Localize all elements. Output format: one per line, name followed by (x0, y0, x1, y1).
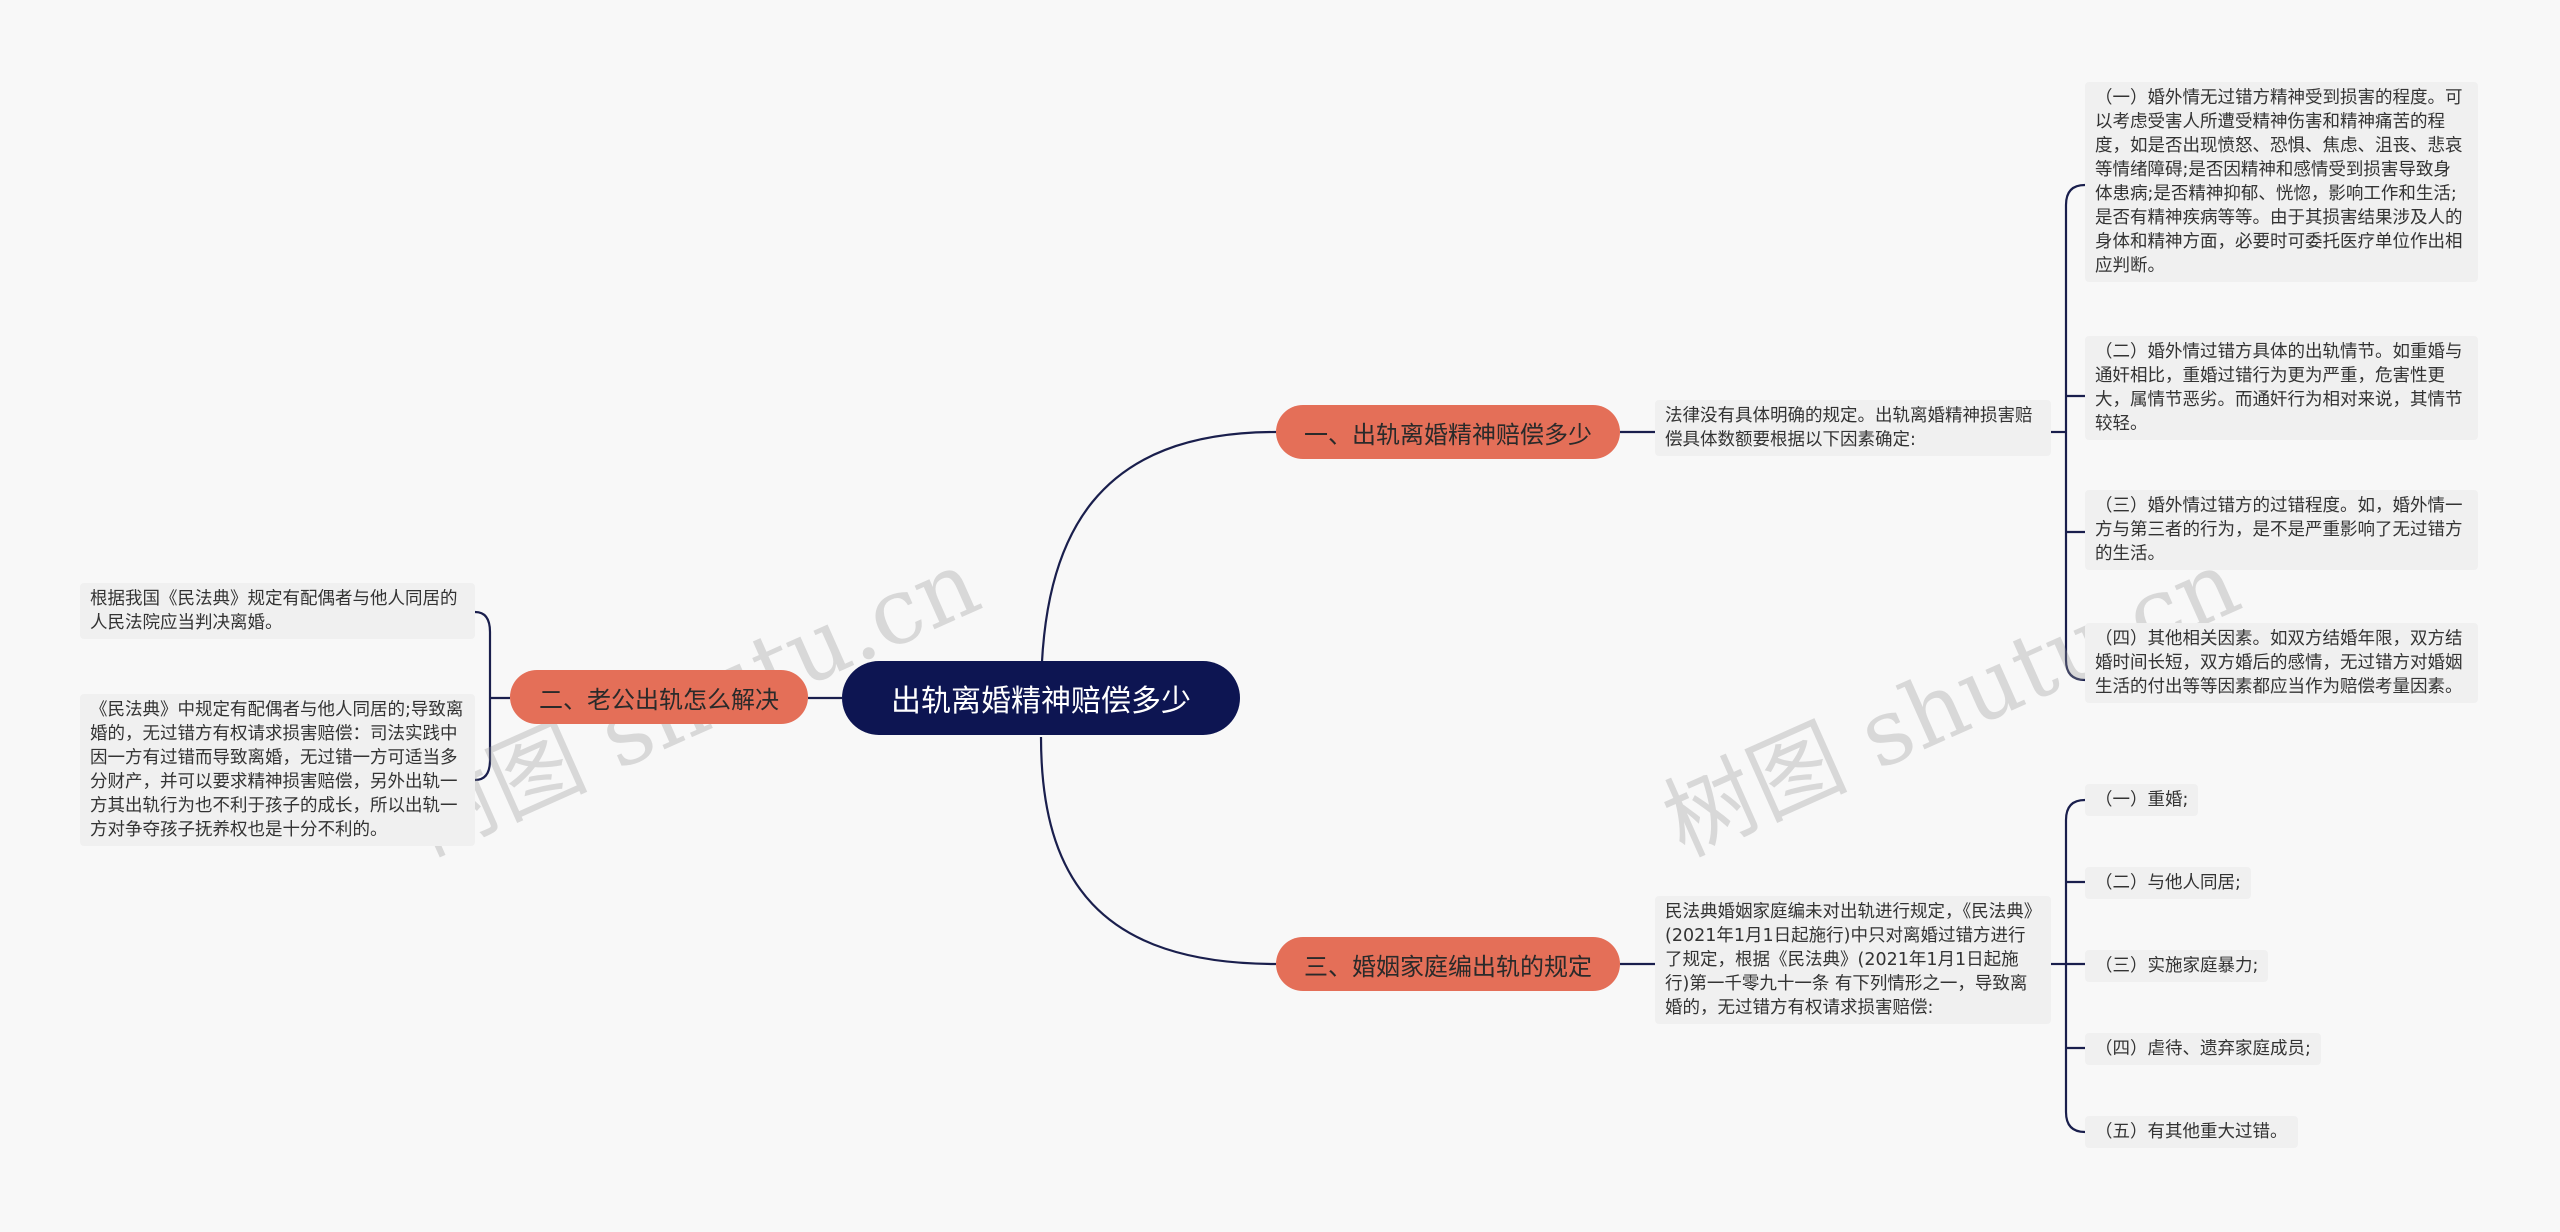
civil-code-description[interactable]: 民法典婚姻家庭编未对出轨进行规定，《民法典》(2021年1月1日起施行)中只对离… (1655, 896, 2051, 1024)
compensation-description[interactable]: 法律没有具体明确的规定。出轨离婚精神损害赔偿具体数额要根据以下因素确定: (1655, 400, 2051, 456)
case-5[interactable]: （五）有其他重大过错。 (2085, 1116, 2298, 1148)
solution-2[interactable]: 《民法典》中规定有配偶者与他人同居的;导致离婚的，无过错方有权请求损害赔偿：司法… (80, 694, 475, 846)
factor-4[interactable]: （四）其他相关因素。如双方结婚年限，双方结婚时间长短，双方婚后的感情，无过错方对… (2085, 623, 2478, 703)
branch-how-to-resolve[interactable]: 二、老公出轨怎么解决 (510, 670, 808, 724)
branch-civil-code-rules[interactable]: 三、婚姻家庭编出轨的规定 (1276, 937, 1620, 991)
factor-3[interactable]: （三）婚外情过错方的过错程度。如，婚外情一方与第三者的行为，是不是严重影响了无过… (2085, 490, 2478, 570)
case-1[interactable]: （一）重婚; (2085, 784, 2199, 816)
root-topic[interactable]: 出轨离婚精神赔偿多少 (842, 661, 1240, 735)
case-3[interactable]: （三）实施家庭暴力; (2085, 950, 2269, 982)
bracket-solutions (474, 610, 492, 782)
connector-root-b3 (1039, 736, 1277, 966)
bracket-factors (2064, 183, 2086, 682)
case-2[interactable]: （二）与他人同居; (2085, 867, 2251, 899)
connector-root-b1 (1039, 430, 1277, 698)
solution-1[interactable]: 根据我国《民法典》规定有配偶者与他人同居的人民法院应当判决离婚。 (80, 583, 475, 639)
factor-2[interactable]: （二）婚外情过错方具体的出轨情节。如重婚与通奸相比，重婚过错行为更为严重，危害性… (2085, 336, 2478, 440)
case-4[interactable]: （四）虐待、遗弃家庭成员; (2085, 1033, 2321, 1065)
branch-compensation-amount[interactable]: 一、出轨离婚精神赔偿多少 (1276, 405, 1620, 459)
factor-1[interactable]: （一）婚外情无过错方精神受到损害的程度。可以考虑受害人所遭受精神伤害和精神痛苦的… (2085, 82, 2478, 282)
bracket-cases (2064, 798, 2086, 1134)
